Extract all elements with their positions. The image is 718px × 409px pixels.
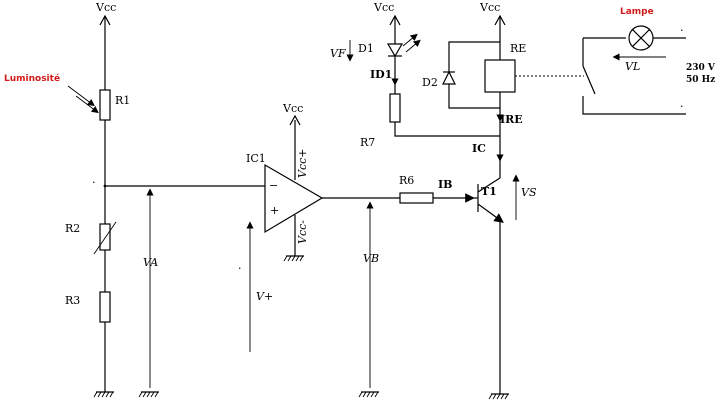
d2-label: D2 xyxy=(422,76,438,89)
resistor-r2 xyxy=(99,223,111,251)
r6-label: R6 xyxy=(399,174,414,187)
ib-label: IB xyxy=(438,178,452,191)
r7-label: R7 xyxy=(360,136,375,149)
resistor-r6 xyxy=(399,192,434,204)
vcc-label-relay: Vcc xyxy=(479,1,500,14)
resistor-r3 xyxy=(99,291,111,323)
led-d1 xyxy=(386,33,421,58)
vcc-minus-label: Vcc- xyxy=(296,220,309,244)
mains-voltage-label: 230 V xyxy=(686,63,716,73)
vcc-label-opamp: Vcc xyxy=(282,102,303,115)
vb-label: VB xyxy=(363,252,379,265)
opamp-minus-sign: − xyxy=(269,179,278,192)
vs-label: VS xyxy=(521,186,537,199)
ground-icon-opamp xyxy=(283,255,304,262)
resistor-r7 xyxy=(389,93,401,123)
id1-label: ID1 xyxy=(370,68,392,81)
d1-label: D1 xyxy=(358,42,374,55)
dot-marker-lamp-bottom: · xyxy=(680,100,684,113)
mains-frequency-label: 50 Hz xyxy=(686,75,715,85)
wire-lamp-bottom xyxy=(582,96,686,115)
vcc-label-d1: Vcc xyxy=(373,1,394,14)
ground-icon-left xyxy=(93,391,114,398)
dot-marker-vplus: · xyxy=(238,262,242,275)
t1-label: T1 xyxy=(481,185,497,198)
r3-label: R3 xyxy=(65,294,80,307)
r2-label: R2 xyxy=(65,222,80,235)
ire-label: IRE xyxy=(500,113,523,126)
re-label: RE xyxy=(510,42,526,55)
relay-contact xyxy=(582,65,596,95)
transistor-t1 xyxy=(470,177,504,223)
vcc-supply-relay: Vcc xyxy=(479,1,506,30)
v-plus-label: V+ xyxy=(256,290,273,303)
vcc-label-left: Vcc xyxy=(95,1,116,14)
ground-icon-vb xyxy=(358,391,379,398)
r1-label: R1 xyxy=(115,94,130,107)
dot-marker-lamp: · xyxy=(680,24,684,37)
diode-d2 xyxy=(442,70,456,85)
light-arrows-icon xyxy=(67,85,99,114)
ground-icon-va xyxy=(138,391,159,398)
resistor-r1 xyxy=(99,89,111,121)
ground-icon-t1 xyxy=(488,393,509,400)
va-label: VA xyxy=(143,256,158,269)
opamp-plus-sign: + xyxy=(270,204,279,217)
relay-coil-re xyxy=(484,59,516,93)
luminosite-label: Luminosité xyxy=(4,73,60,84)
lamp-icon xyxy=(628,25,654,51)
vcc-supply-d1: Vcc xyxy=(373,1,401,30)
vcc-plus-label: Vcc+ xyxy=(296,149,309,178)
ic1-label: IC1 xyxy=(246,152,266,165)
dot-marker-left: · xyxy=(92,176,96,189)
vcc-supply-left: Vcc xyxy=(95,1,116,28)
vl-label: VL xyxy=(625,60,640,73)
ic-label: IC xyxy=(472,142,486,155)
adjust-arrow-icon xyxy=(93,221,117,255)
vf-label: VF xyxy=(330,47,346,60)
lampe-label: Lampe xyxy=(620,7,654,17)
opamp-ic1 xyxy=(264,163,324,234)
wire-r7-collector xyxy=(394,122,500,137)
